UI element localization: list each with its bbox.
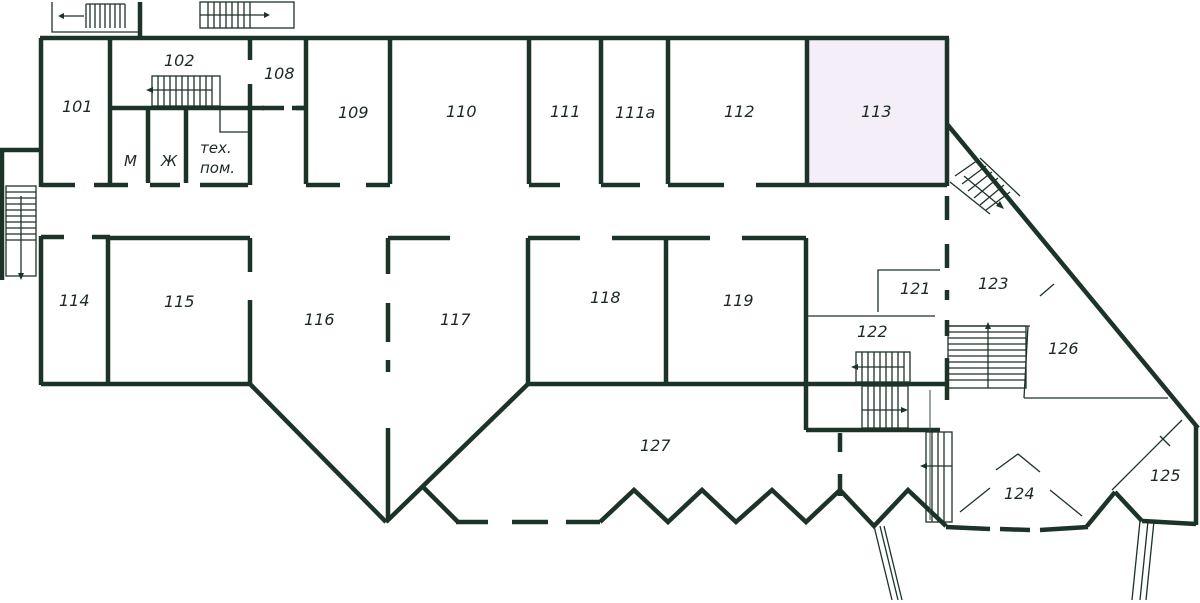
- room-111-label[interactable]: 111: [550, 102, 581, 121]
- stairs: [0, 1, 1027, 523]
- room-110-label[interactable]: 110: [446, 102, 477, 121]
- stair-below-122: [861, 385, 909, 429]
- stair-top-center: [199, 1, 295, 29]
- room-108-label[interactable]: 108: [264, 64, 295, 83]
- thin-lines: [219, 110, 1183, 601]
- room-121-label[interactable]: 121: [900, 279, 931, 298]
- arrow-left-icon: [851, 364, 858, 370]
- room-109-label[interactable]: 109: [338, 103, 369, 122]
- room-113-fill[interactable]: [808, 40, 947, 185]
- room-women-label[interactable]: Ж: [160, 152, 178, 170]
- arrow-down-icon: [18, 273, 24, 280]
- arrow-up-icon: [985, 322, 991, 329]
- arrow-right-icon: [264, 12, 270, 18]
- room-118-label[interactable]: 118: [590, 288, 621, 307]
- room-116-label[interactable]: 116: [304, 310, 335, 329]
- room-114-label[interactable]: 114: [59, 291, 90, 310]
- room-tech-label-line1[interactable]: тех.: [200, 139, 232, 157]
- arrow-down-icon: [996, 201, 1004, 209]
- room-113-label[interactable]: 113: [861, 102, 892, 121]
- stair-102: [146, 75, 221, 107]
- stair-left: [0, 147, 41, 280]
- stair-right-diagonal: [949, 157, 1021, 215]
- room-126-label[interactable]: 126: [1048, 339, 1079, 358]
- room-125-label[interactable]: 125: [1150, 466, 1181, 485]
- room-labels: 101 102 108 109 110 111 111а 112 113 М Ж…: [59, 51, 1181, 503]
- room-117-label[interactable]: 117: [440, 310, 471, 329]
- arrow-left-icon: [146, 87, 153, 93]
- room-111a-label[interactable]: 111а: [615, 103, 655, 122]
- dashed-walls: [41, 105, 1089, 533]
- room-101-label[interactable]: 101: [62, 97, 93, 116]
- room-119-label[interactable]: 119: [723, 291, 754, 310]
- room-tech-label-line2[interactable]: пом.: [200, 159, 235, 177]
- room-127-label[interactable]: 127: [640, 436, 671, 455]
- room-men-label[interactable]: М: [124, 152, 137, 170]
- arrow-right-icon: [901, 407, 908, 413]
- room-122-label[interactable]: 122: [857, 322, 888, 341]
- stair-122: [851, 351, 911, 383]
- room-123-label[interactable]: 123: [978, 274, 1009, 293]
- stair-top-left: [51, 2, 143, 36]
- room-112-label[interactable]: 112: [724, 102, 755, 121]
- outer-walls: [38, 35, 1200, 528]
- arrow-left-icon: [58, 13, 64, 19]
- stair-123: [947, 322, 1027, 389]
- room-115-label[interactable]: 115: [164, 292, 195, 311]
- stair-124: [920, 431, 953, 523]
- room-102-label[interactable]: 102: [164, 51, 195, 70]
- room-124-label[interactable]: 124: [1004, 484, 1035, 503]
- arrow-left-icon: [920, 463, 927, 469]
